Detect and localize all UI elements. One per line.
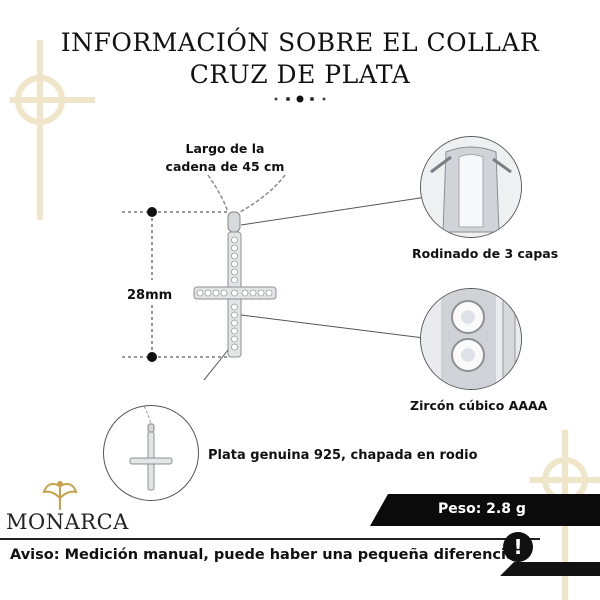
plating-detail-circle [420, 136, 522, 238]
plating-label: Rodinado de 3 capas [412, 246, 559, 261]
monarca-logo-icon [42, 481, 78, 510]
silver-detail-circle [103, 405, 199, 501]
brand-name: MONARCA [6, 510, 129, 534]
cross-thumbnail-image [129, 406, 173, 491]
notice-bar-accent [500, 562, 600, 576]
notice-text: Aviso: Medición manual, puede haber una … [10, 547, 516, 563]
cross-stones [196, 236, 273, 351]
pendant-bail [227, 211, 241, 233]
pendant-diagram [122, 174, 440, 380]
stones-closeup-image [421, 289, 521, 389]
chain-length-label: Largo de la cadena de 45 cm [165, 141, 285, 174]
weight-bar [370, 494, 600, 526]
dimension-top-marker [147, 207, 157, 217]
zircon-label: Zircón cúbico AAAA [410, 398, 548, 413]
zircon-detail-circle [420, 288, 522, 390]
page-title-line1: INFORMACIÓN SOBRE EL COLLAR [60, 28, 540, 57]
callout-line-zircon [240, 314, 440, 341]
dimension-bottom-marker [147, 352, 157, 362]
chain-illustration [207, 174, 286, 213]
notice-bar [0, 538, 540, 576]
callout-line-plating [240, 194, 440, 226]
silver-label: Plata genuina 925, chapada en rodio [208, 448, 478, 463]
weight-value: Peso: 2.8 g [438, 501, 526, 517]
callout-line-silver [203, 349, 229, 380]
title-divider-dots [274, 95, 326, 103]
height-label: 28mm [127, 288, 173, 303]
background-cross-left [10, 40, 95, 220]
bail-closeup-image [421, 137, 521, 237]
exclamation-icon: ! [503, 532, 533, 562]
page-title-line2: CRUZ DE PLATA [189, 60, 411, 89]
dimension-lines [122, 211, 228, 358]
